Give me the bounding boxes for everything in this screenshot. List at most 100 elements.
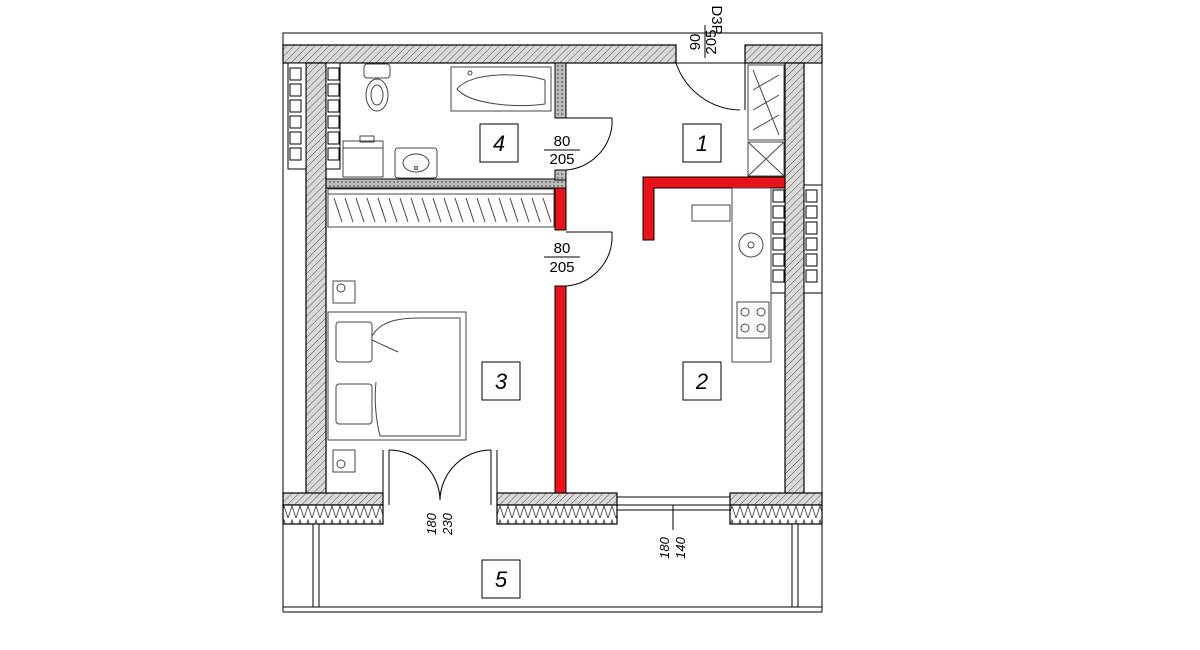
- bathtub: [450, 66, 552, 112]
- vent-cell: [772, 189, 785, 203]
- vent-cell: [805, 189, 818, 203]
- vent-cell: [772, 237, 785, 251]
- room-4-number: 4: [493, 131, 505, 156]
- entrance-door-code: D3P: [708, 5, 725, 34]
- vent-cell: [805, 205, 818, 219]
- vent-cell: [805, 269, 818, 283]
- washbasin: [394, 147, 438, 179]
- right-wall: [784, 62, 805, 498]
- dimension-labels: 80 205 80 205 90 205 D3P 180 230 180 140: [424, 5, 725, 558]
- vent-cell: [772, 221, 785, 235]
- insulation-right: [729, 504, 823, 525]
- utility-box: [747, 141, 785, 177]
- vent-cell: [289, 131, 302, 145]
- bathroom-door-width: 80: [554, 133, 571, 150]
- vent-cells: [289, 67, 818, 283]
- cooktop: [736, 301, 770, 339]
- bedroom-door-width: 80: [554, 240, 571, 257]
- hanger: [465, 197, 475, 223]
- entrance-door: [675, 45, 746, 111]
- vent-cell: [805, 221, 818, 235]
- bedroom-furniture: [327, 280, 467, 473]
- fridge: [691, 204, 731, 222]
- top-wall-left: [282, 44, 677, 64]
- hanger: [487, 197, 497, 223]
- bathroom-fixtures: [342, 63, 552, 179]
- hanger: [498, 197, 508, 223]
- balcony-door-width: 180: [424, 512, 439, 534]
- nightstand-bottom: [332, 449, 356, 473]
- vent-cell: [327, 115, 340, 129]
- vent-cell: [327, 147, 340, 161]
- vent-cell: [772, 269, 785, 283]
- top-wall-right: [744, 44, 823, 64]
- kitchen-furniture: [691, 64, 785, 363]
- hanger: [377, 197, 387, 223]
- hanger: [476, 197, 486, 223]
- window-height: 140: [673, 536, 688, 558]
- vent-cell: [289, 99, 302, 113]
- kitchen-sink: [738, 232, 764, 258]
- window: [616, 493, 731, 530]
- hanger: [509, 197, 519, 223]
- balcony-post-right: [791, 523, 799, 608]
- bathroom-door: [565, 117, 613, 171]
- new-wall-closet: [554, 187, 567, 231]
- vent-cell: [327, 99, 340, 113]
- balcony-door: [382, 449, 498, 505]
- window-width: 180: [657, 536, 672, 558]
- room-5-label: 5: [481, 559, 521, 599]
- new-wall-bedroom: [554, 285, 567, 494]
- hanger: [366, 197, 376, 223]
- balcony-post-left: [312, 523, 320, 608]
- hanger: [531, 197, 541, 223]
- vent-cell: [289, 83, 302, 97]
- hanger: [443, 197, 453, 223]
- bathroom-right-partition: [554, 62, 567, 119]
- wardrobe-hangers: [333, 197, 552, 223]
- vent-cell: [327, 83, 340, 97]
- hanger: [399, 197, 409, 223]
- vent-cell: [289, 67, 302, 81]
- new-walls: [554, 176, 786, 494]
- room-labels: 1 2 3 4 5: [479, 123, 722, 599]
- vent-cell: [805, 253, 818, 267]
- room-2-number: 2: [695, 369, 708, 394]
- vent-cell: [289, 147, 302, 161]
- hanger: [421, 197, 431, 223]
- kitchen-counter: [731, 187, 772, 363]
- new-wall-kitchen: [642, 176, 786, 241]
- bottom-wall-left: [282, 492, 384, 506]
- double-bed: [327, 311, 467, 441]
- nightstand-top: [332, 280, 356, 304]
- entrance-door-height: 205: [703, 29, 720, 54]
- vent-cell: [772, 253, 785, 267]
- interior-partitions: [325, 62, 567, 189]
- vent-cell: [327, 131, 340, 145]
- hanger: [344, 197, 354, 223]
- room-1-label: 1: [682, 123, 722, 163]
- insulation-left: [282, 504, 384, 525]
- toilet: [363, 63, 391, 112]
- bathroom-door-height: 205: [549, 151, 574, 168]
- washing-machine: [342, 135, 384, 178]
- room-4-label: 4: [479, 123, 519, 163]
- vent-cell: [805, 237, 818, 251]
- vent-cell: [289, 115, 302, 129]
- vent-cell: [327, 67, 340, 81]
- vent-cell: [772, 205, 785, 219]
- left-wall: [305, 62, 327, 498]
- room-2-label: 2: [682, 361, 722, 401]
- bottom-wall-mid: [496, 492, 618, 506]
- hanger: [410, 197, 420, 223]
- room-3-number: 3: [495, 369, 508, 394]
- hanger: [355, 197, 365, 223]
- bedroom-door-height: 205: [549, 259, 574, 276]
- hanger: [454, 197, 464, 223]
- hanger: [520, 197, 530, 223]
- bathroom-bottom-partition: [325, 178, 567, 189]
- hanger: [432, 197, 442, 223]
- room-1-number: 1: [696, 131, 708, 156]
- hall-wardrobe: [747, 64, 785, 141]
